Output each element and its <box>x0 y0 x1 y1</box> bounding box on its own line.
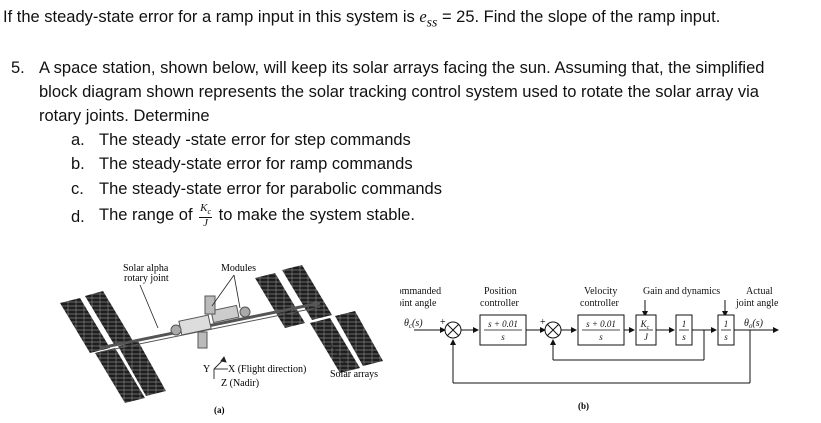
gain-denominator: J <box>644 332 649 342</box>
axis-z-label: Z (Nadir) <box>221 378 259 389</box>
actual-label-2: joint angle <box>735 298 779 309</box>
position-label-1: Position <box>484 286 517 297</box>
space-station-figure: Solar alpha rotary joint Modules <box>60 263 383 415</box>
item-c-marker: c. <box>71 180 84 198</box>
right-solar-array <box>255 265 383 373</box>
integrator-2-denominator: s <box>724 332 728 342</box>
integrator-1-numerator: 1 <box>682 319 687 329</box>
theta-c-label: θc(s) <box>404 318 423 330</box>
theta-o-label: θo(s) <box>744 318 764 330</box>
intro-question: If the steady-state error for a ramp inp… <box>3 7 720 32</box>
axis-x-label: X (Flight direction) <box>228 364 306 375</box>
axis-y-label: Y <box>203 364 210 375</box>
commanded-label-2: joint angle <box>400 298 437 309</box>
velocity-numerator: s + 0.01 <box>586 319 616 329</box>
item-c-text: The steady-state error for parabolic com… <box>99 180 442 198</box>
callout-lines <box>139 274 346 364</box>
position-denominator: s <box>501 332 505 342</box>
position-numerator: s + 0.01 <box>488 319 518 329</box>
coordinate-axes <box>213 356 228 379</box>
label-modules: Modules <box>221 263 256 274</box>
label-rotary-joint: rotary joint <box>124 273 169 284</box>
question-number: 5. <box>11 59 25 77</box>
item-b-text: The steady-state error for ramp commands <box>99 155 413 173</box>
integrator-2-numerator: 1 <box>724 319 729 329</box>
item-a-text: The steady -state error for step command… <box>99 131 411 149</box>
summing-plus-1: + <box>440 317 446 328</box>
integrator-1-denominator: s <box>682 332 686 342</box>
position-label-2: controller <box>480 298 520 309</box>
summing-plus-2: + <box>540 317 546 328</box>
item-d-text-after: to make the system stable. <box>214 206 415 224</box>
velocity-label-2: controller <box>580 298 620 309</box>
commanded-label-1: Commanded <box>400 286 441 297</box>
gain-label: Gain and dynamics <box>643 286 720 297</box>
velocity-label-1: Velocity <box>584 286 617 297</box>
label-solar-alpha: Solar alpha <box>123 263 169 274</box>
question-line-3: rotary joints. Determine <box>39 107 210 125</box>
item-d-marker: d. <box>71 208 85 226</box>
actual-label-1: Actual <box>746 286 773 297</box>
item-a-marker: a. <box>71 131 85 149</box>
station-truss <box>99 295 321 353</box>
intro-text-after: = 25. Find the slope of the ramp input. <box>437 8 721 26</box>
ess-symbol: e <box>419 7 427 26</box>
block-diagram: Commanded joint angle Position controlle… <box>400 286 779 411</box>
label-solar-arrays: Solar arrays <box>330 369 378 380</box>
ess-subscript: ss <box>426 14 438 30</box>
gain-numerator: Kc <box>640 319 650 331</box>
intro-text-before: If the steady-state error for a ramp inp… <box>3 8 420 26</box>
item-b-marker: b. <box>71 155 85 173</box>
figure-a-caption: (a) <box>214 405 225 415</box>
velocity-denominator: s <box>599 332 603 342</box>
figure-b-caption: (b) <box>578 401 589 411</box>
left-solar-array <box>60 291 166 403</box>
question-line-2: block diagram shown represents the solar… <box>39 83 759 101</box>
question-line-1: A space station, shown below, will keep … <box>39 59 765 77</box>
item-d-text-before: The range of <box>99 206 198 224</box>
